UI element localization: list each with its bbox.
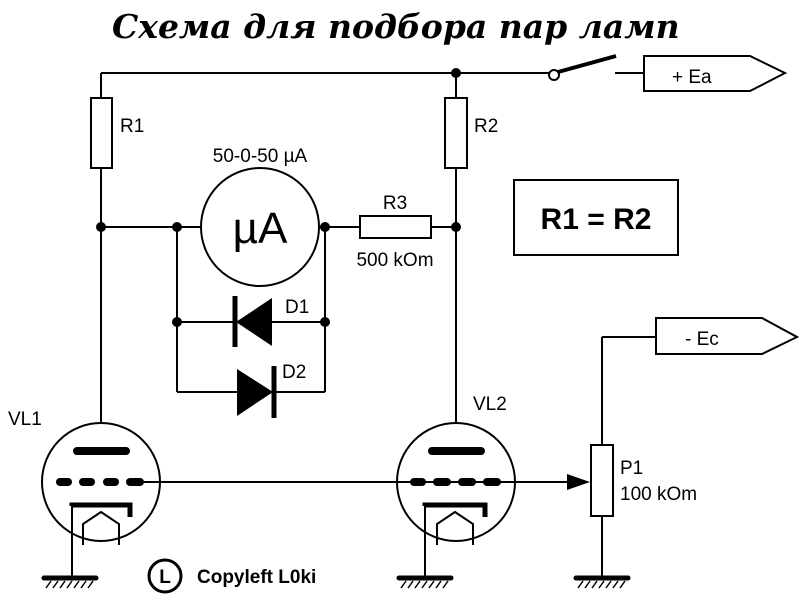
meter-symbol: µA	[233, 204, 288, 253]
diode-d1: D1	[177, 296, 325, 347]
diode-triangle	[237, 369, 273, 416]
switch-pivot-icon	[548, 69, 560, 81]
r3-value: 500 kOm	[356, 250, 433, 271]
resistor-r3: R3 500 kOm	[356, 193, 433, 271]
vl2-label: VL2	[473, 394, 507, 415]
resistor-r1: R1	[90, 73, 144, 424]
resistor-body	[590, 444, 614, 517]
potentiometer-p1[interactable]: P1 100 kOm	[590, 337, 697, 578]
p1-label: P1	[620, 458, 643, 479]
r1-label: R1	[120, 116, 144, 137]
heater-filament	[436, 510, 474, 545]
meter-circle	[200, 167, 320, 287]
tube-envelope	[396, 422, 516, 542]
note-text: R1 = R2	[541, 203, 652, 236]
power-switch[interactable]	[548, 54, 644, 81]
terminal-arrow-shape	[655, 317, 800, 355]
d1-label: D1	[285, 297, 309, 318]
diode-triangle	[236, 298, 272, 346]
junction-dot	[96, 222, 106, 232]
diode-d2: D2	[177, 362, 325, 418]
copyleft-icon	[147, 558, 183, 594]
note-box	[513, 179, 679, 256]
equality-note: R1 = R2	[513, 179, 679, 256]
copyleft-symbol: L	[159, 567, 171, 588]
anode-supply-terminal: + Ea	[643, 55, 788, 92]
top-rail	[101, 68, 549, 78]
p1-value: 100 kOm	[620, 484, 697, 505]
switch-lever	[557, 54, 617, 74]
junction-dot	[451, 222, 461, 232]
r2-label: R2	[474, 116, 498, 137]
ground-p1	[573, 575, 631, 589]
grid-line	[144, 474, 590, 490]
heater-filament	[82, 510, 120, 545]
diode-network: D1 D2	[172, 227, 330, 418]
terminal-arrow-shape	[643, 55, 788, 92]
tube-vl2: VL2	[396, 394, 516, 578]
resistor-body	[444, 97, 468, 169]
r3-label: R3	[383, 193, 407, 214]
meter-range-label: 50-0-50 µA	[213, 146, 308, 167]
ground-vl1	[41, 575, 99, 589]
tube-vl1: VL1	[8, 409, 161, 578]
vl1-label: VL1	[8, 409, 42, 430]
copyleft-notice: L Copyleft L0ki	[147, 558, 316, 594]
copyleft-text: Copyleft L0ki	[197, 567, 316, 588]
resistor-body	[90, 97, 113, 169]
grid-supply-terminal: - Ec	[602, 317, 800, 355]
microammeter: µA 50-0-50 µA	[200, 146, 320, 287]
resistor-body	[359, 215, 432, 239]
schematic-title: Схема для подбора пар ламп	[112, 7, 680, 46]
wiper-arrow-icon	[567, 474, 590, 490]
grid-supply-label: - Ec	[685, 329, 719, 350]
resistor-r2: R2	[444, 73, 498, 424]
d2-label: D2	[282, 362, 306, 383]
ground-vl2	[396, 575, 454, 589]
anode-supply-label: + Ea	[672, 67, 712, 88]
